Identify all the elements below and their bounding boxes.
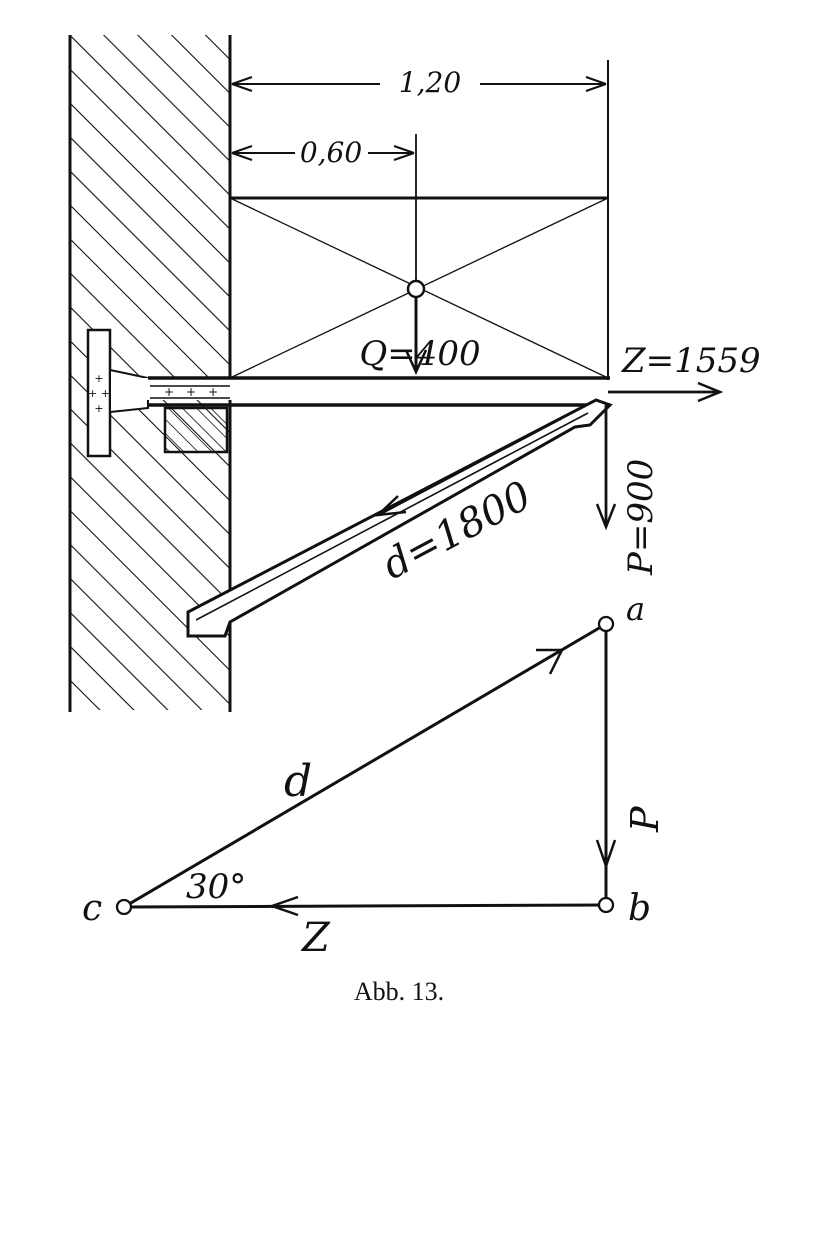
svg-text:+: + xyxy=(94,372,103,385)
point-b-marker xyxy=(597,896,615,914)
force-z-arrow: Z=1559 xyxy=(608,341,761,403)
svg-text:+: + xyxy=(164,385,174,399)
force-triangle: a b c d P Z 30° xyxy=(82,590,667,961)
side-z-label: Z xyxy=(300,915,331,961)
bearing-block xyxy=(163,406,229,454)
horizontal-beam: + + + xyxy=(148,376,610,407)
svg-text:+ +: + + xyxy=(88,387,110,400)
force-p-label: P=900 xyxy=(621,459,661,576)
point-c-marker xyxy=(115,898,133,916)
point-b-label: b xyxy=(628,888,651,929)
dimension-total-span: 1,20 xyxy=(231,60,609,380)
wall-anchor-plate: + + + + xyxy=(86,328,234,458)
dimension-label-total: 1,20 xyxy=(399,66,461,99)
side-p-label: P xyxy=(623,805,667,833)
figure-caption: Abb. 13. xyxy=(354,977,444,1006)
force-z-label: Z=1559 xyxy=(621,341,761,381)
load-q-arrow: Q=400 xyxy=(359,297,481,376)
angle-label: 30° xyxy=(186,867,246,907)
side-d-label: d xyxy=(284,756,312,807)
point-a-marker xyxy=(597,615,615,633)
svg-text:+: + xyxy=(186,385,196,399)
force-p-arrow: P=900 xyxy=(595,405,661,576)
svg-text:+: + xyxy=(94,402,103,415)
dimension-half-span: 0,60 xyxy=(231,134,417,281)
diagonal-strut xyxy=(186,398,613,638)
load-q-label: Q=400 xyxy=(359,334,480,374)
center-of-load-point xyxy=(406,279,426,299)
point-c-label: c xyxy=(82,888,102,929)
dimension-label-half: 0,60 xyxy=(300,136,362,169)
svg-text:+: + xyxy=(208,385,218,399)
point-a-label: a xyxy=(626,590,645,628)
